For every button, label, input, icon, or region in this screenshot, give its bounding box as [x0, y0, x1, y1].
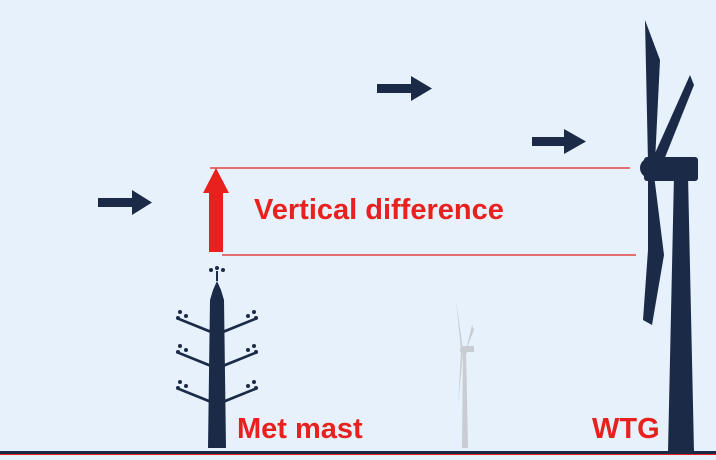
- met-mast-label: Met mast: [237, 413, 363, 445]
- ground-red-strip: [0, 454, 716, 455]
- wind-turbine-icon: [640, 20, 698, 452]
- met-mast-icon: [176, 266, 258, 448]
- wind-arrow-icon: [532, 129, 586, 154]
- wind-arrow-icon: [98, 190, 152, 215]
- wtg-label: WTG: [592, 413, 660, 445]
- ground-line: [0, 451, 716, 454]
- vertical-difference-label: Vertical difference: [254, 194, 504, 226]
- vertical-arrow-icon: [203, 168, 229, 252]
- distant-turbine-icon: [456, 300, 474, 448]
- wind-arrow-icon: [377, 76, 432, 101]
